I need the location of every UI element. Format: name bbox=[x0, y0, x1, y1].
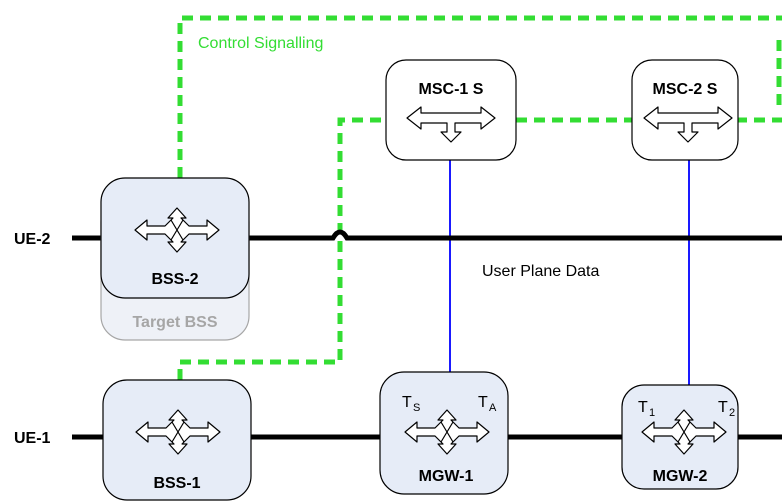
msc1-node bbox=[385, 59, 517, 161]
control-signalling-label: Control Signalling bbox=[198, 35, 323, 52]
terminal-t1-label: T 1 bbox=[638, 399, 655, 419]
mgw1-node bbox=[379, 371, 509, 495]
user-plane-data-label: User Plane Data bbox=[482, 263, 599, 280]
bss1-node bbox=[102, 379, 252, 501]
msc2-node bbox=[631, 59, 739, 161]
bss2-label: BSS-2 bbox=[151, 271, 198, 288]
target-bss-label: Target BSS bbox=[132, 314, 217, 331]
control-signalling-path-bss1 bbox=[177, 117, 386, 380]
terminal-t2-label: T 2 bbox=[718, 399, 735, 419]
terminal-ta-base: T bbox=[478, 394, 488, 411]
msc1-label: MSC-1 S bbox=[419, 81, 484, 98]
msc2-label: MSC-2 S bbox=[653, 81, 718, 98]
terminal-ta-sub: A bbox=[489, 402, 497, 414]
mgw2-label: MGW-2 bbox=[653, 468, 708, 485]
ue2-label: UE-2 bbox=[14, 231, 51, 248]
mgw2-node bbox=[621, 384, 739, 490]
bss2-node bbox=[100, 177, 250, 299]
control-signalling-path-bss2 bbox=[177, 15, 782, 178]
terminal-t2-base: T bbox=[718, 399, 728, 416]
terminal-ts-base: T bbox=[402, 394, 412, 411]
bss1-label: BSS-1 bbox=[153, 475, 200, 492]
terminal-ta-label: T A bbox=[478, 394, 497, 414]
terminal-ts-sub: S bbox=[413, 402, 420, 414]
mgw1-label: MGW-1 bbox=[419, 468, 474, 485]
ue1-label: UE-1 bbox=[14, 430, 51, 447]
terminal-ts-label: T S bbox=[402, 394, 420, 414]
terminal-t1-sub: 1 bbox=[649, 407, 655, 419]
control-signalling-paths bbox=[177, 15, 782, 380]
terminal-t1-base: T bbox=[638, 399, 648, 416]
terminal-t2-sub: 2 bbox=[729, 407, 735, 419]
